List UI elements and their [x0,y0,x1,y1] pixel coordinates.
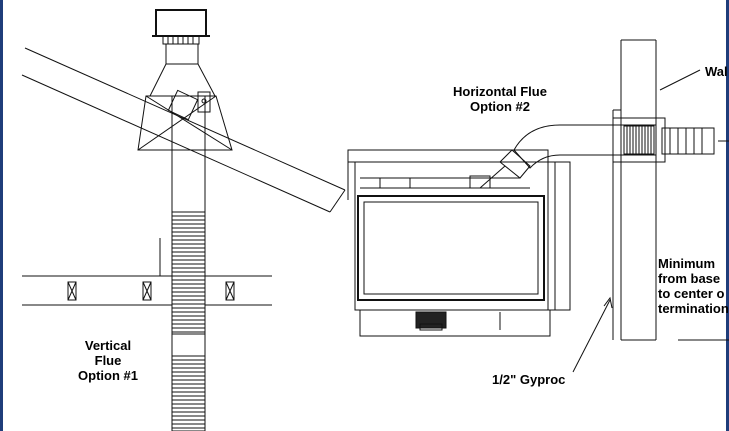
vertical-label-line2: Flue [94,353,122,368]
minimum-label-line4: termination [658,301,729,316]
vertical-label-line3: Option #1 [78,368,138,383]
support-bracket [167,89,199,121]
vertical-flue-group [21,9,346,431]
minimum-label-line1: Minimum [658,256,716,271]
wall-leader [659,69,701,91]
page-edge-right [726,0,729,431]
flex-liner-upper [171,211,206,335]
horizontal-label-line1: Horizontal Flue [453,84,547,99]
gyproc-leader [572,299,611,373]
fireplace-side-panel [547,161,571,311]
fireplace-glass-inner [363,201,539,295]
fireplace-base [359,309,551,337]
vertical-label-line1: Vertical [84,338,132,353]
vertical-termination-cap [155,9,207,37]
storm-collar [165,43,199,65]
roof-rafter-top [24,47,346,191]
flex-liner-lower [171,355,206,431]
vertical-flue-label: Vertical Flue Option #1 [68,338,148,383]
minimum-label-line2: from base [658,271,721,286]
minimum-label-line3: to center o [658,286,725,301]
roof-rafter-bottom [21,74,331,213]
ceiling-joists [67,281,235,301]
horizontal-flue-label: Horizontal Flue Option #2 [440,84,560,114]
roof-flashing [149,63,216,97]
fireplace-body [354,161,556,311]
cap-collar-ticks [167,36,194,44]
horizontal-termination-cap [661,127,715,155]
horizontal-flue-group [347,39,729,373]
minimum-label: Minimum from base to center o terminatio… [658,256,729,316]
elbow-adapter [499,149,531,179]
roof-rafter-end [329,189,346,213]
horiz-cap-ribs [669,128,703,154]
horizontal-label-line2: Option #2 [470,99,530,114]
fireplace-glass-outer [357,195,545,301]
wall-thimble [612,117,666,163]
gyproc-label: 1/2" Gyproc [492,372,566,387]
wall-label: Wal [705,64,728,79]
page-edge-left [0,0,3,431]
